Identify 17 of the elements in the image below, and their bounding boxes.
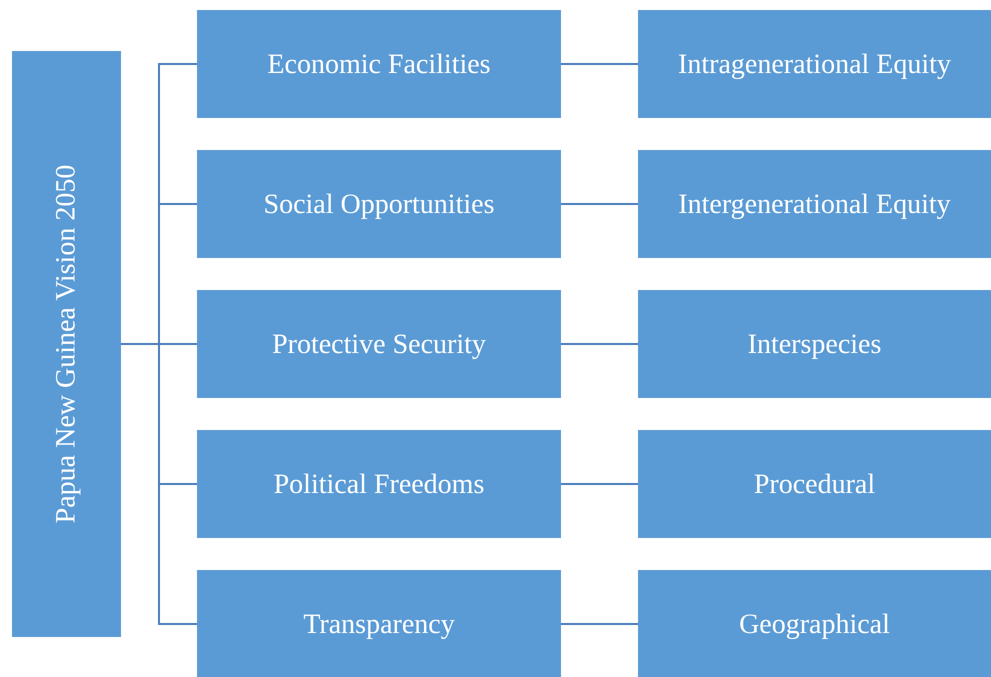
connector-line	[561, 483, 638, 485]
category-box: Economic Facilities	[197, 10, 561, 118]
category-box: Papua New Guinea Vision 2050	[12, 51, 121, 637]
category-box: Transparency	[197, 570, 561, 677]
category-box: Intergenerational Equity	[638, 150, 991, 258]
connector-line	[561, 203, 638, 205]
category-box: Political Freedoms	[197, 430, 561, 538]
category-box: Social Opportunities	[197, 150, 561, 258]
connector-line	[561, 63, 638, 65]
category-box: Protective Security	[197, 290, 561, 398]
category-box: Interspecies	[638, 290, 991, 398]
connector-line	[561, 343, 638, 345]
connector-line	[121, 343, 197, 625]
category-box: Intragenerational Equity	[638, 10, 991, 118]
connector-line	[561, 623, 638, 625]
category-box: Procedural	[638, 430, 991, 538]
category-box: Geographical	[638, 570, 991, 677]
